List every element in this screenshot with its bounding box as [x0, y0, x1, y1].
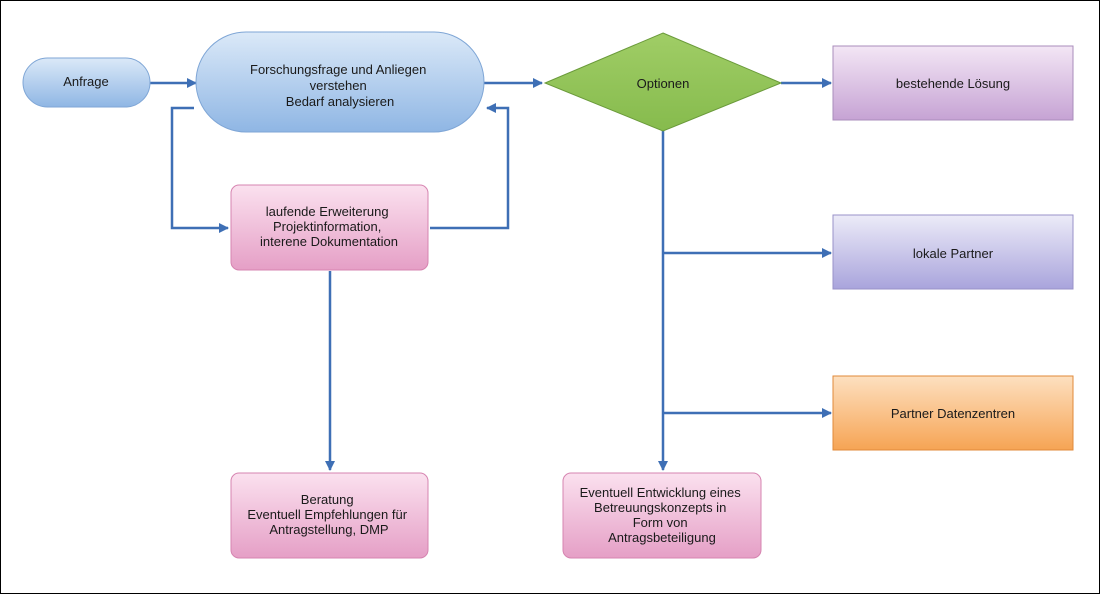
- svg-text:bestehende Lösung: bestehende Lösung: [896, 76, 1010, 91]
- forschungsfrage-label-line3: Bedarf analysieren: [286, 94, 394, 109]
- laufende-label-line3: interene Dokumentation: [260, 234, 398, 249]
- svg-text:Beratung Eventuell Empfe: Beratung Eventuell Empfehlungen für Antr…: [247, 492, 410, 537]
- partner-dz-label: Partner Datenzentren: [891, 406, 1015, 421]
- svg-text:Forschungsfrage und Anliegen: Forschungsfrage und Anliegen verstehen B…: [250, 62, 430, 109]
- beratung-label-line1: Beratung: [301, 492, 354, 507]
- connector-laufende-forschungsfrage: [430, 103, 510, 230]
- anfrage-label: Anfrage: [63, 74, 109, 89]
- svg-text:Optionen: Optionen: [637, 76, 690, 91]
- node-partner-datenzentren: Partner Datenzentren: [832, 375, 1074, 451]
- connectors: [150, 78, 832, 471]
- forschungsfrage-label-line2: verstehen: [310, 78, 367, 93]
- node-anfrage: Anfrage: [22, 57, 151, 108]
- svg-text:Anfrage: Anfrage: [63, 74, 109, 89]
- optionen-label: Optionen: [637, 76, 690, 91]
- node-laufende-erweiterung: laufende Erweiterung Projektinformation,…: [230, 184, 429, 271]
- node-lokale-partner: lokale Partner: [832, 214, 1074, 290]
- eventuell-label-line1: Eventuell Entwicklung eines: [580, 485, 742, 500]
- beratung-label-line3: Antragstellung, DMP: [269, 522, 388, 537]
- node-bestehende-loesung: bestehende Lösung: [832, 45, 1074, 121]
- lokale-label: lokale Partner: [913, 246, 994, 261]
- node-beratung: Beratung Eventuell Empfehlungen für Antr…: [230, 472, 429, 559]
- forschungsfrage-label-line1: Forschungsfrage und Anliegen: [250, 62, 426, 77]
- node-optionen: Optionen: [543, 32, 783, 132]
- beratung-label-line2: Eventuell Empfehlungen für: [247, 507, 407, 522]
- bestehende-label: bestehende Lösung: [896, 76, 1010, 91]
- eventuell-label-line2: Betreuungskonzepts in: [594, 500, 726, 515]
- laufende-label-line2: Projektinformation,: [273, 219, 381, 234]
- laufende-label-line1: laufende Erweiterung: [266, 204, 389, 219]
- svg-text:laufende Erweiterung Pro: laufende Erweiterung Projektinformation,…: [260, 204, 398, 249]
- node-forschungsfrage: Forschungsfrage und Anliegen verstehen B…: [195, 31, 485, 133]
- svg-text:Eventuell Entwicklung eines: Eventuell Entwicklung eines Betreuungsko…: [580, 485, 745, 545]
- eventuell-label-line4: Antragsbeteiligung: [608, 530, 716, 545]
- svg-text:Partner Datenzentren: Partner Datenzentren: [891, 406, 1015, 421]
- connector-forschungsfrage-laufende: [170, 106, 229, 233]
- svg-text:lokale Partner: lokale Partner: [913, 246, 994, 261]
- node-eventuell-entwicklung: Eventuell Entwicklung eines Betreuungsko…: [562, 472, 762, 559]
- eventuell-label-line3: Form von: [633, 515, 688, 530]
